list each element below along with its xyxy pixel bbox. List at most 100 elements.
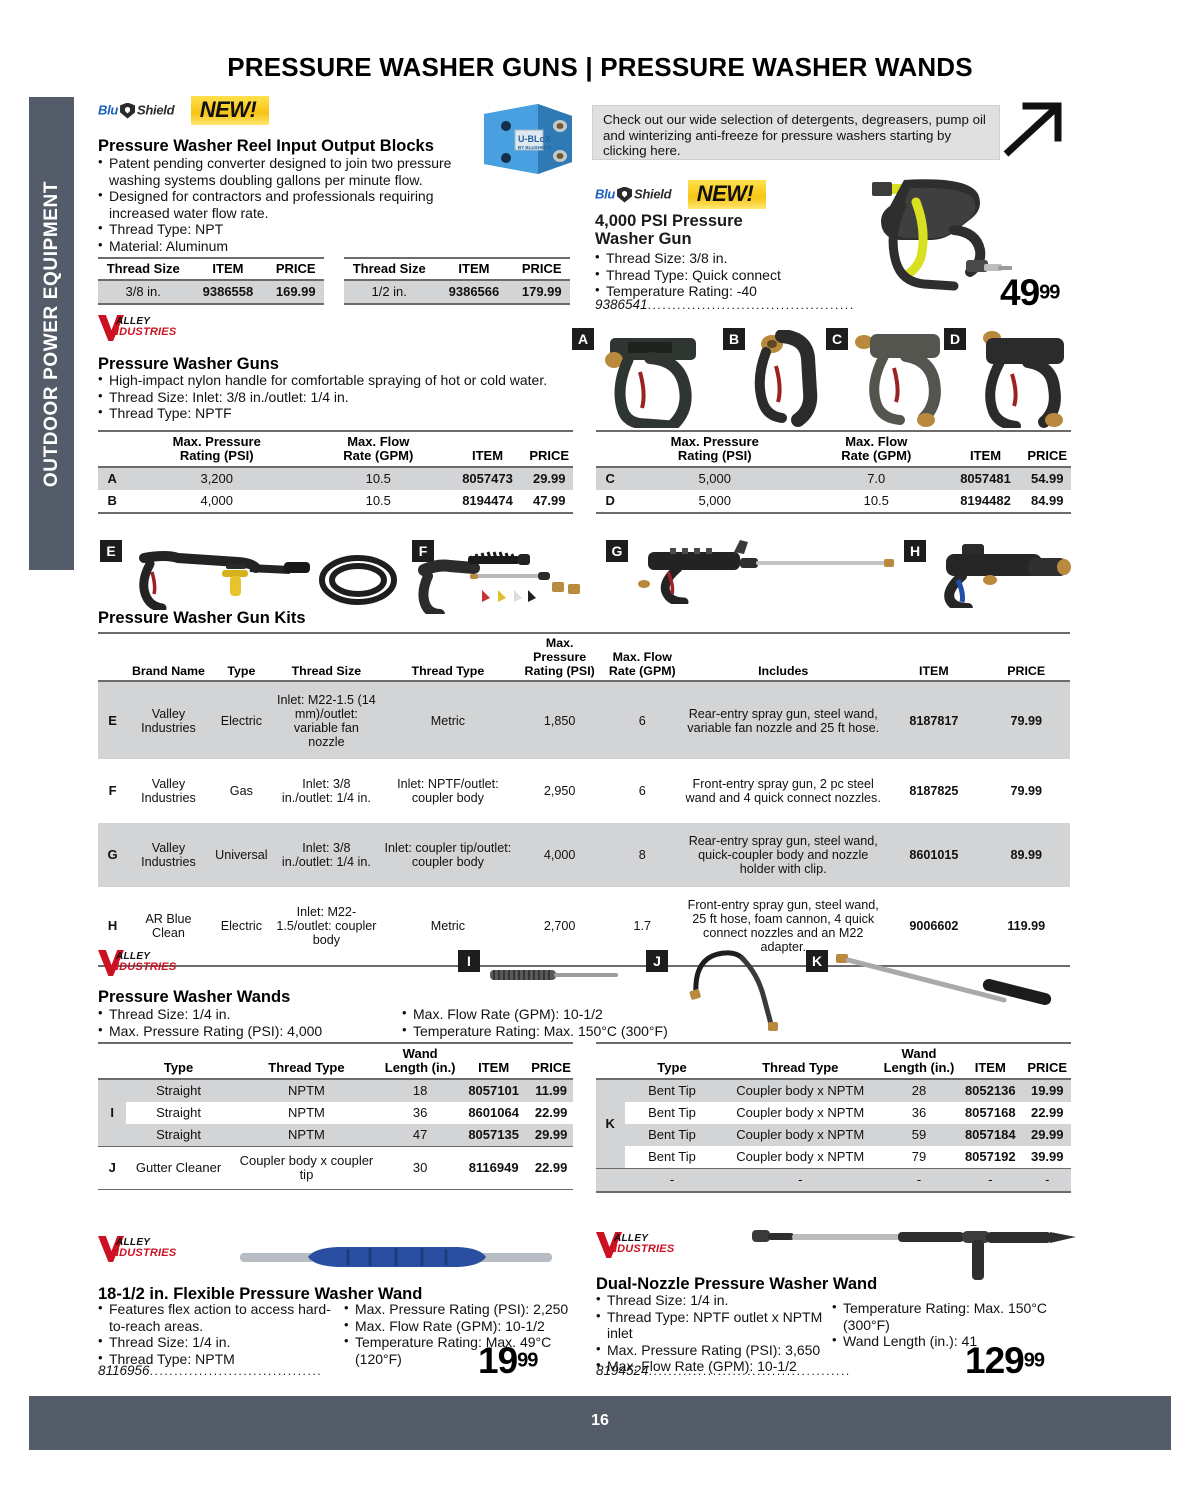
flexwand-bullet-r2: Temperature Rating: Max. 49°C (120°F) — [344, 1333, 574, 1367]
cell-price: 89.99 — [982, 823, 1070, 887]
wands-bullet-r1: Temperature Rating: Max. 150°C (300°F) — [402, 1022, 722, 1040]
cell-price: 11.99 — [529, 1079, 573, 1102]
cell-type: Gutter Cleaner — [135, 1159, 222, 1175]
cell-type: Universal — [209, 823, 273, 887]
table-row[interactable]: 1/2 in. 9386566 179.99 — [344, 280, 570, 303]
wands-bullets-right: Max. Flow Rate (GPM): 10-1/2 Temperature… — [402, 1005, 722, 1040]
cell-includes: Front-entry spray gun, 2 pc steel wand a… — [685, 777, 881, 805]
cell-item: 8052136 — [957, 1079, 1024, 1102]
cell-brand: Valley Industries — [141, 777, 196, 805]
table-row[interactable]: A 3,200 10.5 8057473 29.99 — [98, 467, 573, 490]
blocks-table-right: Thread Size ITEM PRICE 1/2 in. 9386566 1… — [344, 257, 570, 305]
arrow-up-right-icon — [1000, 98, 1070, 160]
blocks-title: Pressure Washer Reel Input Output Blocks — [98, 137, 434, 155]
table-row[interactable]: J Gutter Cleaner Coupler body x coupler … — [98, 1146, 573, 1189]
table-row[interactable]: Straight NPTM 47 8057135 29.99 — [98, 1124, 573, 1147]
flexwand-bullets-left: Features flex action to access hard-to-r… — [98, 1300, 346, 1367]
gun-photo-d — [968, 328, 1080, 431]
cell-price: 169.99 — [267, 280, 324, 303]
cell-brand: AR Blue Clean — [145, 912, 192, 940]
table-row[interactable]: G Valley Industries Universal Inlet: 3/8… — [98, 823, 1070, 887]
th-gpm-l1: Max. Flow — [347, 434, 410, 449]
th-psi-l1: Max. Pressure — [670, 434, 759, 449]
table-row[interactable]: H AR Blue Clean Electric Inlet: M22-1.5/… — [98, 887, 1070, 965]
cell-thread-type: Coupler body x NPTM — [736, 1149, 865, 1164]
cell-thread-size: 3/8 in. — [98, 280, 189, 303]
table-row[interactable]: B 4,000 10.5 8194474 47.99 — [98, 490, 573, 512]
th-type: Type — [227, 664, 256, 678]
table-row[interactable]: D 5,000 10.5 8194482 84.99 — [596, 490, 1071, 512]
side-tab-outdoor-power-equipment: OUTDOOR POWER EQUIPMENT — [29, 97, 74, 570]
cell-price: 29.99 — [1023, 1124, 1071, 1146]
cell-type: Gas — [229, 784, 253, 798]
kits-table: Brand Name Type Thread Size Thread Type … — [98, 632, 1070, 967]
price-cents: 99 — [517, 1349, 538, 1372]
flexwand-bullet-l0: Features flex action to access hard-to-r… — [98, 1300, 346, 1334]
cell-item: 8187817 — [885, 681, 983, 759]
cell-brand: Valley Industries — [127, 823, 210, 887]
guns-bullet-2: Thread Type: NPTF — [98, 404, 588, 422]
cell-letter: C — [596, 467, 625, 490]
cell-thread-type: Metric — [430, 919, 466, 933]
gun4000-photo — [858, 172, 1028, 302]
cell-includes: Rear-entry spray gun, steel wand, quick-… — [681, 823, 886, 887]
cell-thread-size: 1/2 in. — [344, 280, 435, 303]
cell-price: 22.99 — [534, 1105, 568, 1120]
th-item: ITEM — [974, 1060, 1006, 1075]
svg-text:BY BLUSHIELD: BY BLUSHIELD — [518, 145, 552, 150]
table-row[interactable]: E Valley Industries Electric Inlet: M22-… — [98, 681, 1070, 759]
th-item: ITEM — [919, 664, 949, 678]
table-row[interactable]: Straight NPTM 36 8601064 22.99 — [98, 1102, 573, 1124]
cell-length: 36 — [412, 1105, 428, 1120]
table-row[interactable]: C 5,000 7.0 8057481 54.99 — [596, 467, 1071, 490]
table-row[interactable]: K Bent Tip Coupler body x NPTM 28 805213… — [596, 1079, 1071, 1169]
valley-line1: ALLEY — [116, 1237, 151, 1248]
dualwand-bullet-r0: Temperature Rating: Max. 150°C (300°F) — [832, 1299, 1072, 1333]
cell-brand: Valley Industries — [127, 681, 210, 759]
shield-icon — [617, 186, 633, 203]
shield-icon — [120, 102, 136, 119]
th-price: PRICE — [1027, 448, 1068, 463]
detergents-callout[interactable]: Check out our wide selection of detergen… — [592, 105, 1000, 160]
dualwand-price-row: 8194524.................................… — [596, 1362, 1066, 1380]
table-row[interactable]: Bent Tip Coupler body x NPTM 59 8057184 … — [596, 1124, 1071, 1146]
cell-psi: 5,000 — [698, 493, 732, 508]
gun4000-bullet-2: Temperature Rating: -40 — [595, 282, 875, 300]
wands-bullets-left: Thread Size: 1/4 in. Max. Pressure Ratin… — [98, 1005, 398, 1039]
blu-text: Blu — [595, 186, 616, 202]
cell-item: 8116949 — [468, 1159, 519, 1175]
table-row[interactable]: Bent Tip Coupler body x NPTM 36 8057168 … — [596, 1102, 1071, 1124]
cell-price: - — [1023, 1168, 1071, 1191]
guns-bullet-0: High-impact nylon handle for comfortable… — [98, 371, 588, 389]
blocks-bullet-1: Designed for contractors and professiona… — [98, 187, 480, 221]
cell-thread-type: Inlet: coupler tip/outlet: coupler body — [379, 823, 516, 887]
flexwand-item: 8116956 — [98, 1363, 150, 1378]
table-row[interactable]: F Valley Industries Gas Inlet: 3/8 in./o… — [98, 759, 1070, 823]
cell-price: 19.99 — [1023, 1079, 1071, 1102]
dualwand-bullet-r1: Wand Length (in.): 41 — [832, 1332, 1072, 1350]
th-item: ITEM — [458, 261, 490, 276]
wand-photo-i — [486, 962, 626, 986]
table-row[interactable]: - - - - - — [596, 1168, 1071, 1191]
leader-dots: ................................... — [149, 1364, 323, 1378]
table-row[interactable]: I Straight NPTM 18 8057101 11.99 — [98, 1079, 573, 1147]
cell-type: Bent Tip — [624, 1079, 720, 1102]
valley-line1: ALLEY — [116, 316, 151, 327]
price-cents: 99 — [1023, 1349, 1045, 1372]
cell-psi: 4,000 — [200, 493, 234, 508]
table-row[interactable]: Bent Tip Coupler body x NPTM 79 8057192 … — [596, 1146, 1071, 1169]
cell-letter: B — [107, 493, 117, 508]
cell-thread-type: NPTM — [230, 1124, 383, 1147]
table-row[interactable]: 3/8 in. 9386558 169.99 — [98, 280, 324, 303]
gun4000-title: 4,000 PSI Pressure Washer Gun — [595, 212, 825, 248]
th-wand-l2: Length (in.) — [883, 1060, 955, 1075]
cell-thread-size: Inlet: 3/8 in./outlet: 1/4 in. — [281, 777, 371, 805]
cell-type: Electric — [220, 919, 262, 933]
cell-item: 9386558 — [188, 280, 268, 303]
footer-accent — [1120, 1396, 1171, 1450]
callout-text: Check out our wide selection of detergen… — [603, 112, 986, 158]
flexwand-price-row: 8116956.................................… — [98, 1362, 568, 1380]
photo-badge-e: E — [100, 540, 122, 562]
